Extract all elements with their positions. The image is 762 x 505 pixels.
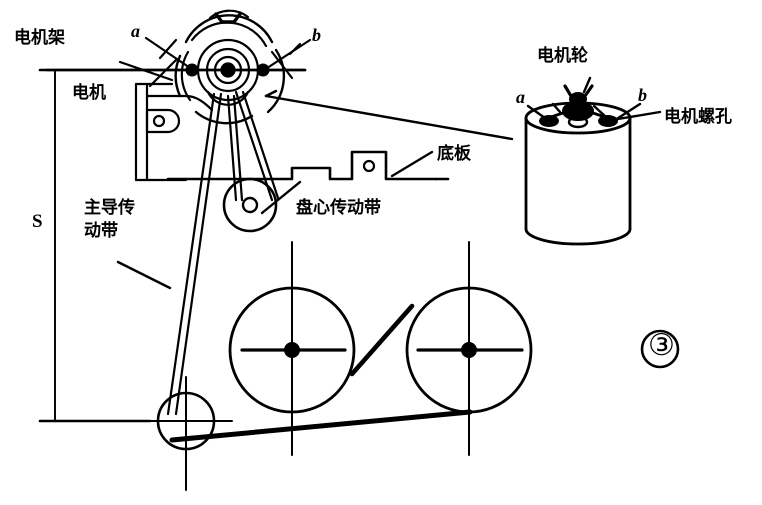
motor-frame-rail [45,68,307,422]
top-pulley-assembly [148,9,307,125]
label-disc-center-belt: 盘心传动带 [296,198,381,218]
figure-number: ③ [648,329,675,362]
idler-pulley [222,177,278,233]
disc-center-belt-leader [260,180,302,215]
detail-view-leader [264,89,514,141]
callout-leaders-detail [526,76,662,125]
span-dimension-line [38,68,152,423]
callout-a-detail: a [516,87,525,107]
label-motor-wheel: 电机轮 [537,46,588,66]
callout-b-main: b [312,25,321,45]
callout-a-main: a [131,21,140,41]
main-drive-belt-leader [116,260,172,290]
base-plate-leader [390,150,434,178]
left-small-pulley [139,376,233,491]
figure-number-circle [640,329,680,369]
callout-b-detail: b [638,85,647,105]
right-large-pulley [405,241,533,456]
base-plate-profile [166,150,450,181]
label-main-drive-belt: 主导传 动带 [84,198,135,241]
middle-large-pulley [228,241,356,456]
label-motor: 电机 [72,83,106,103]
lower-belt [169,303,473,443]
label-base-plate: 底板 [437,144,471,164]
label-span-dimension: S [32,211,43,232]
callout-leaders-main [118,36,312,88]
disc-center-belt [226,90,280,202]
motor-bracket [134,82,214,182]
label-motor-frame: 电机架 [14,28,65,48]
label-motor-screw-hole: 电机螺孔 [664,107,732,127]
motor-cylinder-detail [524,84,632,246]
main-drive-belt [166,92,223,416]
